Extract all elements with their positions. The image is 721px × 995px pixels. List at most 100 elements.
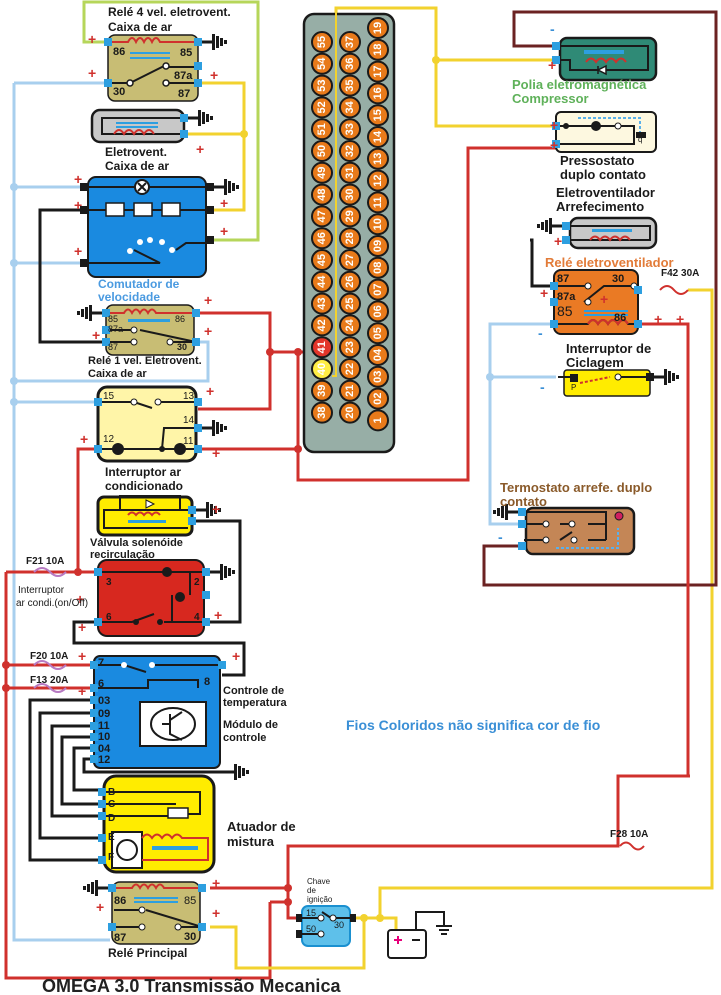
connector-pin-55: 55 (311, 31, 333, 53)
svg-text:21: 21 (344, 385, 356, 397)
connector-pin-50: 50 (311, 140, 333, 162)
svg-text:24: 24 (344, 318, 356, 331)
fuse-f20 (33, 660, 67, 670)
connector-pin-30: 30 (339, 183, 361, 206)
ct-7: 7 (98, 657, 105, 669)
plus-sign: + (88, 31, 96, 47)
plus-sign: + (548, 57, 556, 73)
fuse-f20-label: F20 10A (30, 651, 69, 662)
plus-sign: + (676, 311, 684, 327)
svg-text:02: 02 (372, 392, 384, 404)
pin-85: 85 (180, 47, 193, 59)
svg-text:28: 28 (344, 232, 356, 244)
eletrovent-arref-label-2: Arrefecimento (556, 199, 645, 214)
plus-sign: + (210, 67, 218, 83)
polia-label-1: Polia eletromagnética (512, 77, 647, 92)
connector-pin-46: 46 (311, 227, 333, 250)
ciclagem-pin: P (571, 383, 577, 392)
connector-pin-28: 28 (339, 227, 361, 250)
svg-text:25: 25 (344, 297, 356, 309)
svg-text:31: 31 (344, 167, 356, 179)
valvula-solenoide (96, 495, 221, 537)
eletrovent-caixa-label-1: Eletrovent. (105, 145, 168, 159)
fuse-f42 (659, 285, 689, 295)
eletrovent-arrefecimento (537, 216, 658, 250)
svg-text:33: 33 (344, 123, 356, 135)
polia-label-2: Compressor (512, 91, 589, 106)
onoff-2: 2 (194, 577, 200, 588)
rele-1vel-label-1: Relé 1 vel. Eletrovent. (88, 355, 202, 367)
fuse-f42-label: F42 30A (661, 268, 700, 279)
svg-text:04: 04 (372, 348, 384, 361)
plus-sign: + (212, 875, 220, 891)
connector-pin-49: 49 (311, 161, 333, 184)
rele-principal-label: Relé Principal (108, 946, 188, 960)
svg-text:12: 12 (372, 174, 384, 186)
ecu-connector: 5554535251504948474645444342414039383736… (302, 8, 396, 454)
plus-sign: + (74, 171, 82, 187)
svg-text:35: 35 (344, 79, 356, 91)
wire-yellow-a (198, 81, 246, 212)
chave-label-1: Chave (307, 877, 331, 886)
ct-label-4: controle (223, 732, 267, 744)
rp-30: 30 (184, 931, 197, 943)
connector-pin-21: 21 (339, 379, 361, 402)
page-title: OMEGA 3.0 Transmissão Mecanica (42, 976, 341, 995)
connector-pin-39: 39 (311, 379, 333, 402)
connector-pin-38: 38 (311, 401, 333, 424)
plus-sign: + (78, 683, 86, 699)
svg-text:48: 48 (316, 188, 328, 200)
plus-sign: + (206, 383, 214, 399)
plus-sign: + (74, 243, 82, 259)
pressostato-pin: q (638, 135, 643, 144)
svg-text:34: 34 (344, 100, 356, 113)
ia-14: 14 (183, 415, 195, 426)
svg-text:51: 51 (316, 123, 328, 135)
svg-text:20: 20 (344, 406, 356, 418)
connector-pin-44: 44 (311, 270, 333, 293)
onoff-6: 6 (106, 612, 112, 623)
eletrovent-caixa (90, 108, 213, 144)
svg-text:06: 06 (372, 305, 384, 317)
ct-11: 11 (98, 720, 110, 732)
minus-sign: - (540, 379, 545, 395)
comutador (80, 176, 239, 278)
chave-ignicao (296, 905, 356, 947)
chave-label-2: de (307, 886, 316, 895)
svg-text:43: 43 (316, 297, 328, 309)
re-86: 86 (614, 312, 627, 324)
onoff-label-2: ar condi.(on/Off) (16, 598, 89, 609)
connector-pin-29: 29 (339, 205, 361, 228)
svg-text:09: 09 (372, 240, 384, 252)
svg-text:16: 16 (372, 87, 384, 99)
svg-text:46: 46 (316, 232, 328, 244)
wire-red-41 (198, 311, 272, 411)
ia-12: 12 (103, 434, 115, 445)
connector-pin-37: 37 (339, 31, 361, 53)
svg-text:44: 44 (316, 275, 328, 288)
termostato-label-2: contato (500, 494, 547, 509)
svg-text:50: 50 (316, 145, 328, 157)
connector-pin-34: 34 (339, 96, 361, 119)
onoff-3: 3 (106, 577, 112, 588)
plus-sign: + (214, 607, 222, 623)
svg-text:22: 22 (344, 363, 356, 375)
connector-pin-54: 54 (311, 52, 333, 75)
ci-50: 50 (306, 924, 317, 934)
plus-sign: + (550, 117, 558, 133)
fuse-f13 (33, 683, 67, 693)
plus-sign: + (212, 445, 220, 461)
re-30: 30 (612, 273, 625, 285)
interruptor-ar (94, 385, 227, 463)
ia-11: 11 (183, 436, 194, 447)
wire-pin40 (332, 8, 337, 377)
at-F: F (108, 852, 115, 863)
svg-text:40: 40 (316, 363, 328, 375)
interruptor-ar-label-2: condicionado (105, 479, 183, 493)
connector-pin-35: 35 (339, 74, 361, 97)
minus-sign: - (498, 529, 503, 545)
plus-sign: + (78, 619, 86, 635)
re-87a: 87a (557, 291, 576, 303)
interruptor-ciclagem (558, 369, 679, 397)
